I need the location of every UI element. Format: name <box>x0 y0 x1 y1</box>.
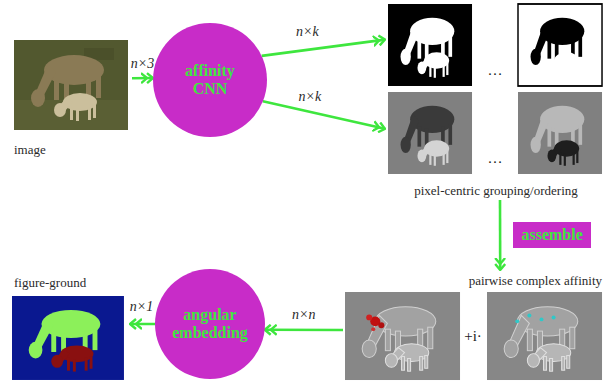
circle-title: affinity CNN <box>167 62 253 99</box>
flow-arrow <box>132 77 153 80</box>
dimension-label: n×1 <box>130 299 153 314</box>
ellipsis-mark: … <box>488 150 503 167</box>
affinity-pair: pairwise complex affinity <box>343 270 605 382</box>
network-circle: affinity CNN <box>152 22 268 138</box>
flow-arrow <box>130 323 155 326</box>
image-caption: image <box>14 143 46 158</box>
figure-ground-map <box>12 296 124 380</box>
mask-binary <box>388 4 472 86</box>
image-caption: pairwise complex affinity <box>469 274 602 289</box>
mask-ordering <box>388 92 472 174</box>
embedding-circle: angular embedding <box>154 268 266 380</box>
affinity-real <box>345 292 460 380</box>
flow-arrow <box>263 101 385 128</box>
mask-binary <box>518 4 602 86</box>
circle-fill <box>153 23 267 137</box>
input-photo <box>14 40 128 130</box>
circle-fill <box>155 269 265 379</box>
flow-arrow <box>262 40 385 56</box>
operator-label: +i· <box>464 328 482 345</box>
mask-ordering <box>518 92 602 174</box>
image-caption: figure-ground <box>14 276 86 291</box>
output-image: figure-ground <box>10 274 130 382</box>
step-box: assemble <box>513 222 590 248</box>
dimension-label: n×n <box>292 307 315 322</box>
dimension-label: n×k <box>296 24 319 39</box>
flow-arrow <box>265 328 343 331</box>
image-caption: pixel-centric grouping/ordering <box>414 184 578 199</box>
affinity-imaginary <box>487 292 602 380</box>
flow-arrow <box>499 200 502 270</box>
ellipsis-mark: … <box>488 62 503 79</box>
dimension-label: n×3 <box>131 56 154 71</box>
dimension-label: n×k <box>299 89 322 104</box>
input-image: image <box>12 38 132 160</box>
circle-title: angular embedding <box>169 306 252 343</box>
mask-stack: pixel-centric grouping/ordering <box>385 2 607 200</box>
